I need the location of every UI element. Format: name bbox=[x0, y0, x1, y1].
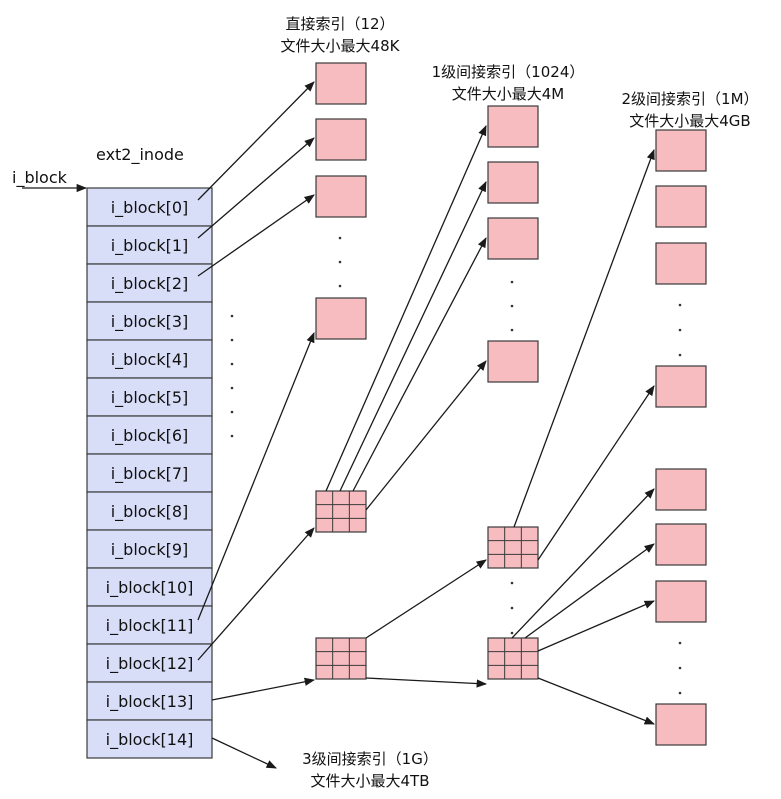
entry-label: i_block bbox=[12, 168, 68, 188]
inode-slot-label: i_block[9] bbox=[111, 540, 189, 560]
single-label-line2: 文件大小最大4M bbox=[452, 85, 565, 103]
direct-data-block bbox=[315, 118, 367, 161]
level2-index-ellipsis bbox=[510, 581, 514, 635]
triple-level2-index-block bbox=[487, 637, 539, 680]
arrow-slot11-direct bbox=[197, 332, 315, 621]
direct-data-block bbox=[315, 297, 367, 340]
arrow-double-to-block bbox=[513, 149, 655, 528]
arrow-triple-to-block bbox=[537, 600, 655, 652]
inode-slot bbox=[86, 301, 213, 341]
triple-data-block bbox=[655, 523, 707, 566]
index-block-frame bbox=[487, 526, 539, 569]
inode-slot-label: i_block[14] bbox=[106, 730, 194, 750]
direct-data-block bbox=[315, 175, 367, 218]
inode-slot-label: i_block[8] bbox=[111, 502, 189, 522]
double-label-line1: 2级间接索引（1M） bbox=[621, 90, 758, 108]
single-indirect-index-block bbox=[315, 490, 367, 533]
double-data-block bbox=[655, 129, 707, 172]
index-block-frame bbox=[315, 490, 367, 533]
inode-slot-label: i_block[7] bbox=[111, 464, 189, 484]
inode-ellipsis bbox=[230, 314, 234, 438]
double-data-block bbox=[655, 185, 707, 228]
arrow-double-to-block bbox=[537, 385, 655, 561]
double-label-line2: 文件大小最大4GB bbox=[629, 112, 750, 130]
inode-slot-table: i_block[0] i_block[1] i_block[2] i_block[3]… bbox=[86, 187, 213, 759]
arrow-slot1-direct bbox=[197, 137, 315, 239]
direct-ellipsis bbox=[338, 236, 342, 288]
direct-data-block bbox=[315, 62, 367, 105]
inode-slot-label: i_block[10] bbox=[106, 578, 194, 598]
inode-slot bbox=[86, 225, 213, 265]
inode-slot bbox=[86, 719, 213, 759]
arrow-triple-to-block bbox=[537, 677, 655, 725]
triple-data-block bbox=[655, 580, 707, 623]
arrow-triple-to-block bbox=[511, 488, 655, 639]
double-level2-index-block bbox=[487, 526, 539, 569]
inode-title: ext2_inode bbox=[96, 145, 184, 165]
single-data-block bbox=[487, 340, 539, 383]
inode-slot bbox=[86, 415, 213, 455]
inode-slot bbox=[86, 681, 213, 721]
inode-slot-label: i_block[4] bbox=[111, 350, 189, 370]
inode-slot-label: i_block[6] bbox=[111, 426, 189, 446]
single-data-block bbox=[487, 161, 539, 204]
double-top-ellipsis bbox=[678, 303, 682, 357]
inode-slot-label: i_block[0] bbox=[111, 198, 189, 218]
inode-slot-label: i_block[13] bbox=[106, 692, 194, 712]
arrow-level1-to-level2 bbox=[365, 677, 488, 688]
triple-data-block bbox=[655, 703, 707, 746]
arrow-triple-to-block bbox=[524, 543, 655, 639]
index-block-frame bbox=[487, 637, 539, 680]
single-data-block bbox=[487, 217, 539, 260]
arrow-level1-to-level2 bbox=[365, 559, 487, 639]
triple-label-line1: 3级间接索引（1G） bbox=[302, 750, 438, 768]
arrow-single-to-block bbox=[339, 181, 487, 492]
single-ellipsis bbox=[510, 280, 514, 332]
index-block-frame bbox=[315, 637, 367, 680]
inode-slot-label: i_block[1] bbox=[111, 236, 189, 256]
triple-label-line2: 文件大小最大4TB bbox=[311, 772, 430, 790]
inode-slot-label: i_block[11] bbox=[106, 616, 194, 636]
direct-label-line1: 直接索引（12） bbox=[285, 15, 394, 33]
inode-slot bbox=[86, 567, 213, 607]
single-label-line1: 1级间接索引（1024） bbox=[432, 63, 585, 81]
inode-slot bbox=[86, 453, 213, 493]
arrow-single-to-block bbox=[365, 360, 487, 511]
inode-slot bbox=[86, 377, 213, 417]
inode-slot bbox=[86, 643, 213, 683]
arrow-slot14-triple bbox=[211, 737, 277, 769]
inode-slot-label: i_block[2] bbox=[111, 274, 189, 294]
single-data-block bbox=[487, 105, 539, 148]
inode-slot-label: i_block[5] bbox=[111, 388, 189, 408]
arrow-slot12-index bbox=[197, 527, 315, 661]
inode-slot bbox=[86, 491, 213, 531]
inode-slot-label: i_block[3] bbox=[111, 312, 189, 332]
double-data-block bbox=[655, 242, 707, 285]
arrow-single-to-block bbox=[325, 125, 487, 492]
arrow-single-to-block bbox=[352, 237, 487, 492]
inode-slot bbox=[86, 529, 213, 569]
double-level1-index-block bbox=[315, 637, 367, 680]
inode-slot bbox=[86, 339, 213, 379]
double-data-block bbox=[655, 365, 707, 408]
inode-slot bbox=[86, 605, 213, 645]
triple-data-block bbox=[655, 468, 707, 511]
arrow-slot0-direct bbox=[197, 81, 315, 201]
triple-bottom-ellipsis bbox=[678, 641, 682, 695]
inode-slot-label: i_block[12] bbox=[106, 654, 194, 674]
arrow-slot13-index bbox=[211, 677, 316, 701]
direct-label-line2: 文件大小最大48K bbox=[281, 37, 401, 55]
arrow-slot2-direct bbox=[197, 194, 315, 277]
